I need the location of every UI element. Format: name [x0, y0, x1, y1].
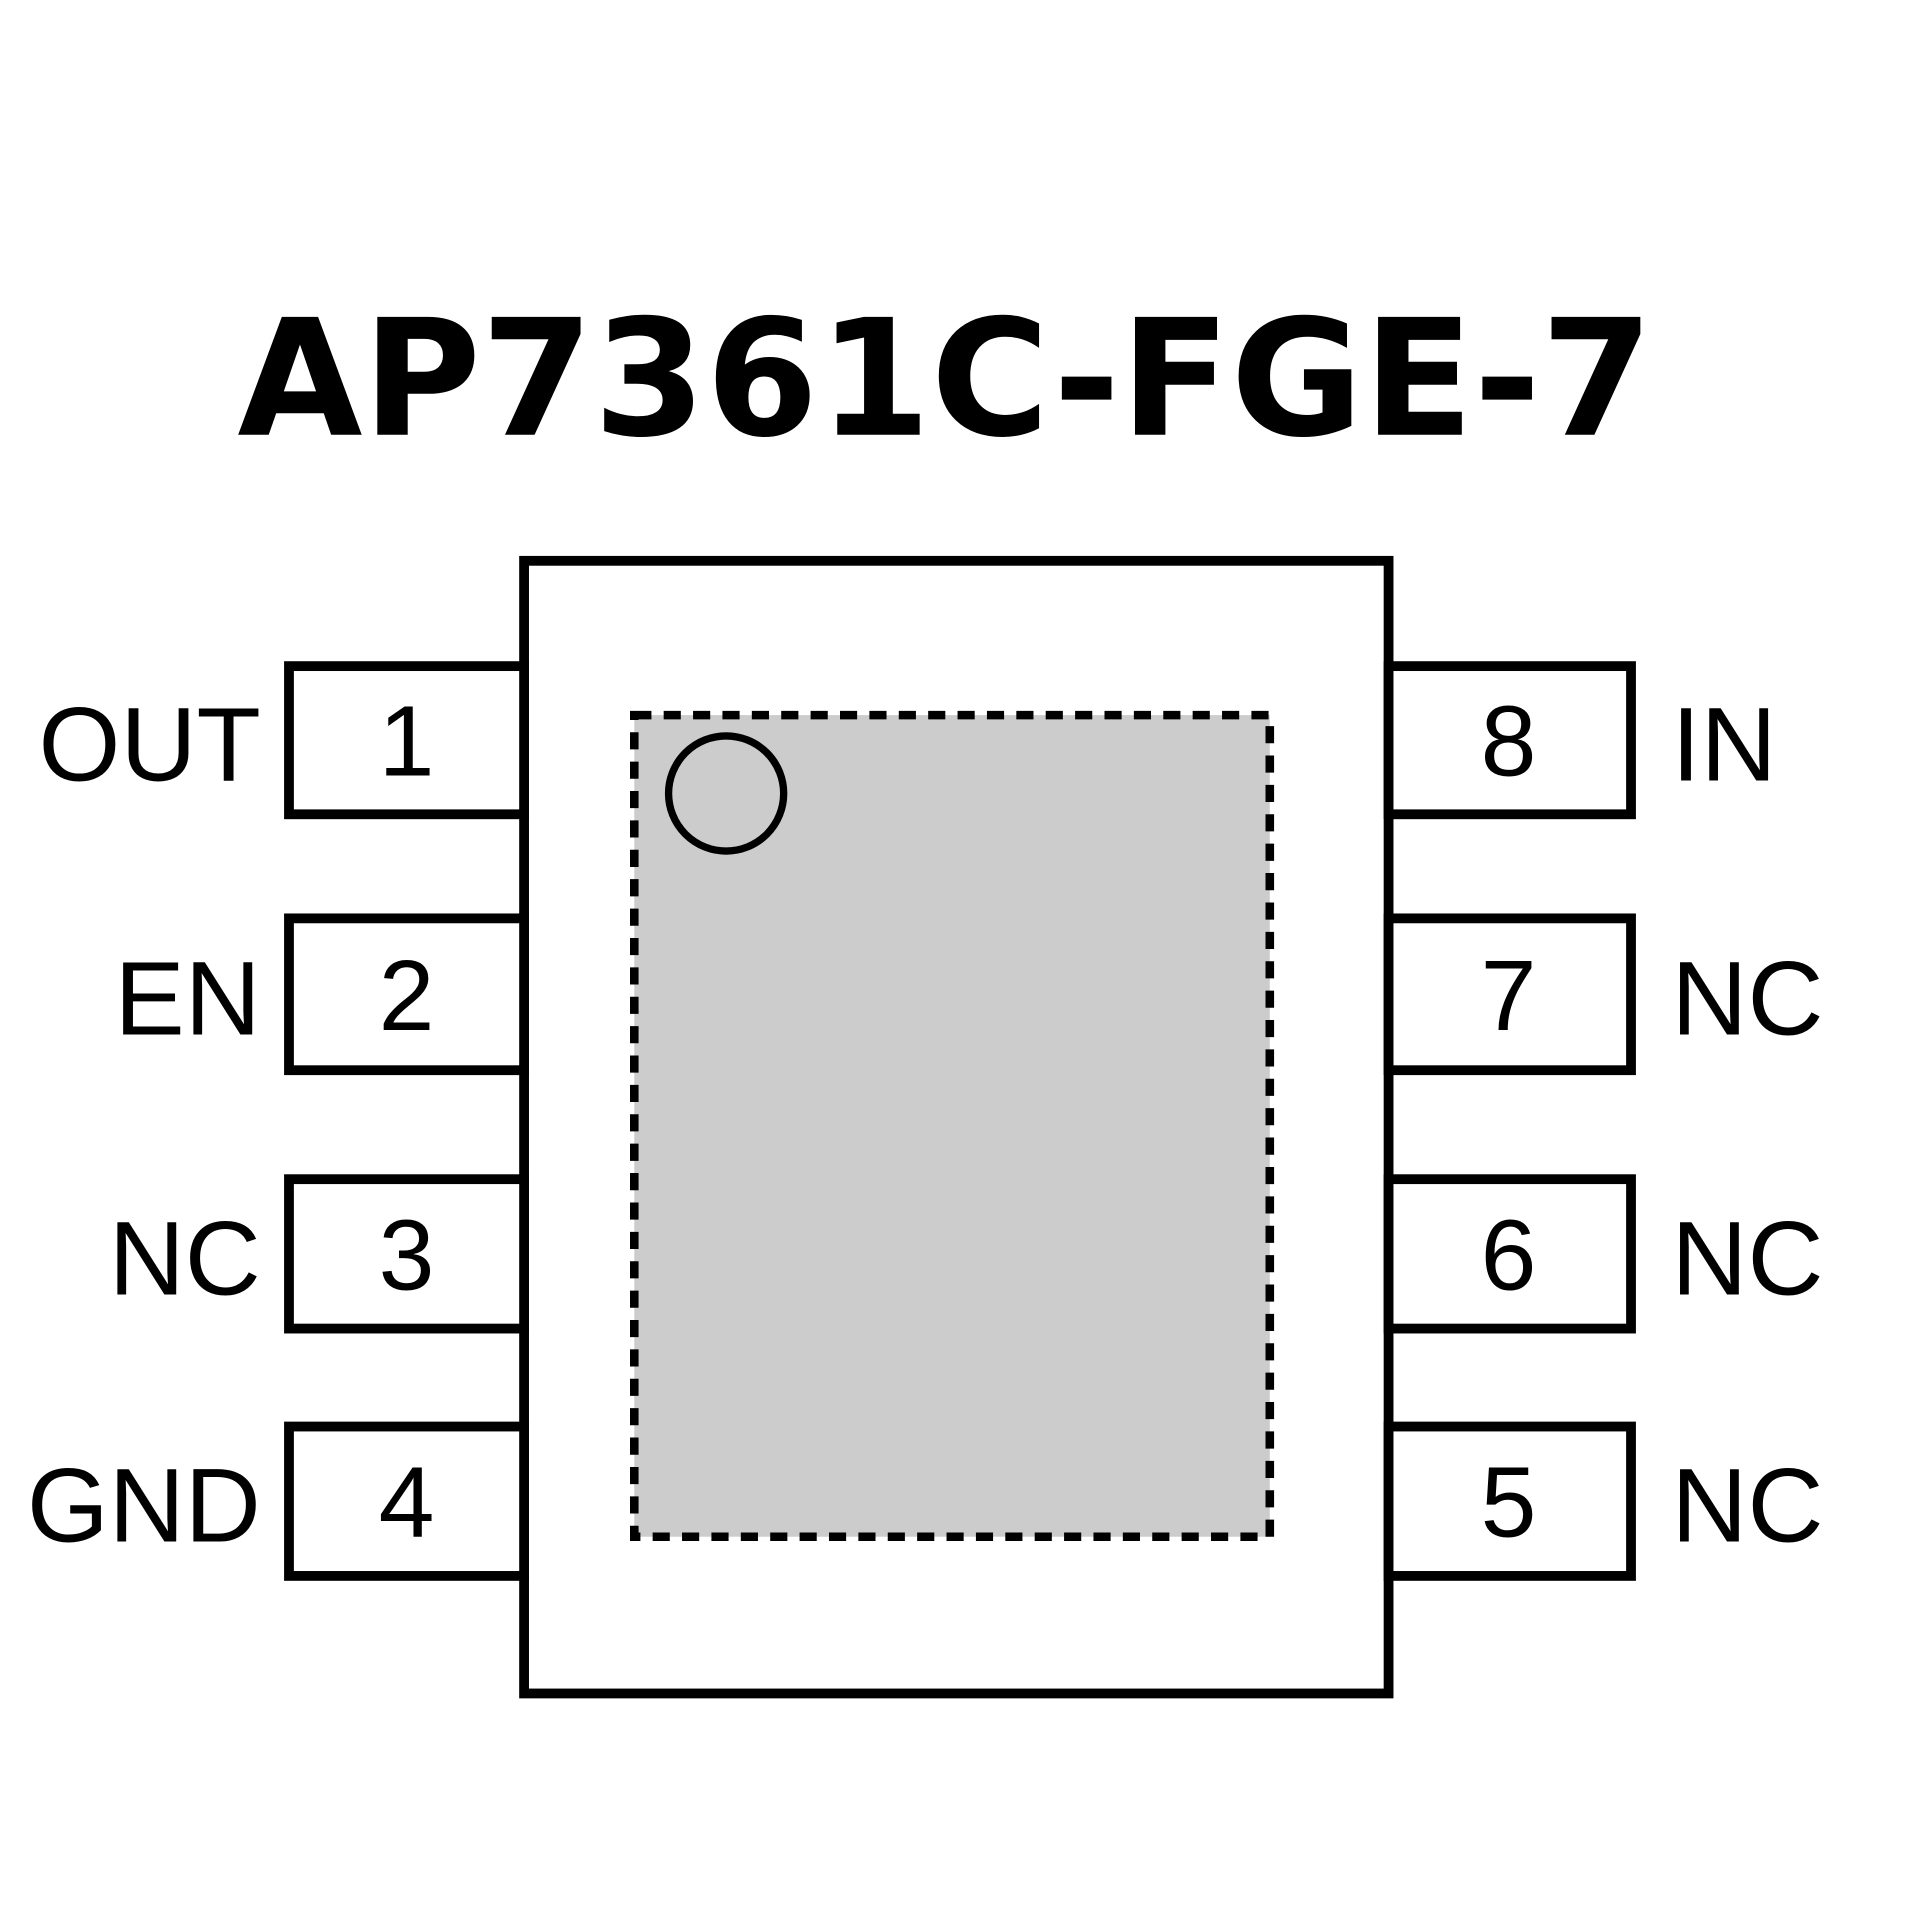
pin-name: NC — [1671, 1200, 1823, 1317]
pin-1: 1 OUT — [39, 661, 529, 820]
pin-name: NC — [1671, 941, 1823, 1058]
pin-6: 6 NC — [1383, 1174, 1824, 1334]
pin-2: 2 EN — [115, 913, 529, 1076]
pin-name: OUT — [39, 687, 261, 804]
pin-lead — [1383, 1421, 1636, 1581]
pin-3: 3 NC — [109, 1174, 529, 1334]
pin-5: 5 NC — [1383, 1421, 1824, 1581]
pin-name: NC — [1671, 1448, 1823, 1565]
pin-number: 2 — [379, 940, 435, 1052]
pin-lead — [1383, 661, 1636, 820]
pin-number: 4 — [379, 1447, 435, 1559]
pin-lead — [284, 1174, 529, 1334]
pin-4: 4 GND — [27, 1421, 529, 1581]
pin-number: 5 — [1481, 1447, 1537, 1559]
pin-lead — [284, 1421, 529, 1581]
pin-lead — [1383, 913, 1636, 1076]
pin-name: IN — [1671, 687, 1776, 804]
exposed-pad — [630, 710, 1275, 1542]
pin-name: EN — [115, 941, 261, 1058]
pin-lead — [284, 661, 529, 820]
pin-number: 1 — [379, 686, 435, 798]
pin-number: 8 — [1481, 686, 1537, 798]
pin-7: 7 NC — [1383, 913, 1824, 1076]
pin-name: GND — [27, 1448, 261, 1565]
pin-number: 3 — [379, 1199, 435, 1311]
pin-lead — [1383, 1174, 1636, 1334]
pin1-marker-circle — [664, 732, 788, 855]
pin-number: 6 — [1481, 1199, 1537, 1311]
pin-lead — [284, 913, 529, 1076]
pin-8: 8 IN — [1383, 661, 1777, 820]
pin-name: NC — [109, 1200, 261, 1317]
pin-number: 7 — [1481, 940, 1537, 1052]
part-number-title: AP7361C-FGE-7 — [237, 286, 1653, 474]
